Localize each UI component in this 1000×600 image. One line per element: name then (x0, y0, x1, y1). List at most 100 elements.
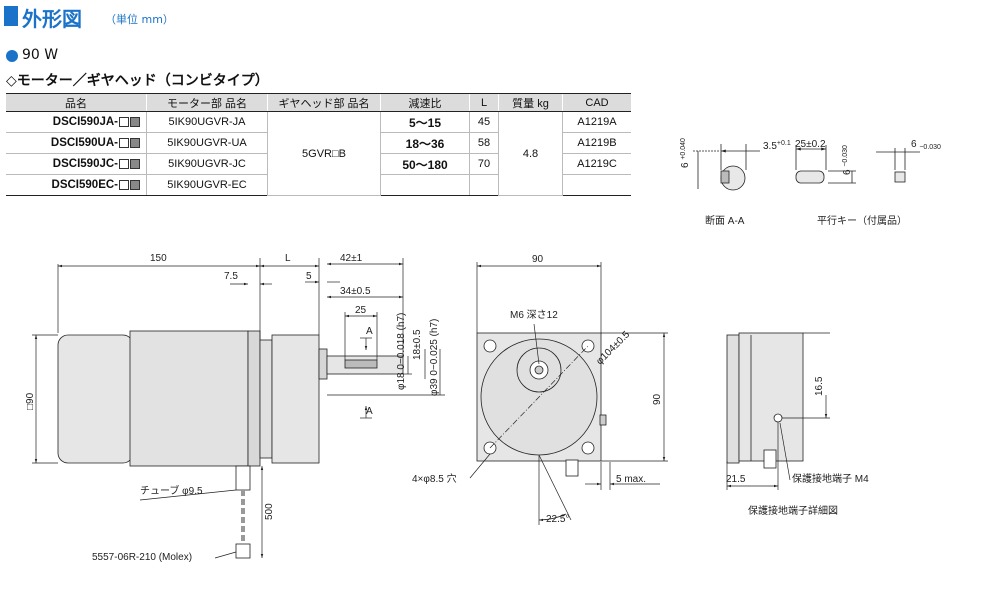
placeholder-box (130, 179, 140, 190)
m6-tap (534, 365, 544, 375)
ratio-cell: 18～36 (380, 132, 470, 154)
bullet-dot-icon (6, 50, 18, 62)
table-row: DSCI590JC- 5IK90UGVR-JC 50～180 70 A1219C (6, 153, 631, 175)
cad-cell[interactable]: A1219A (562, 111, 631, 133)
key-section-detail (693, 144, 920, 191)
cable-gland-front (565, 459, 579, 477)
motor-body (129, 330, 249, 467)
gearhead-side (738, 332, 804, 462)
cad-cell-empty (562, 174, 631, 196)
connector-label: 5557-06R-210 (Molex) (92, 552, 192, 563)
dim-90-right: 90 (652, 393, 663, 405)
angle-ref-line (538, 454, 572, 521)
flange-side (726, 334, 740, 464)
L-cell-empty (469, 174, 499, 196)
tube-label: チューブ φ9.5 (140, 484, 203, 497)
side-view-dimensions (32, 258, 445, 559)
header-square-icon (4, 6, 18, 26)
max-5-label: 5 max. (616, 474, 646, 485)
col-header-cad: CAD (562, 93, 631, 112)
parallel-key-side (795, 170, 825, 184)
product-name: DSCI590JA- (52, 116, 118, 128)
motor-front-view (476, 332, 607, 477)
shaft-key (344, 359, 378, 369)
power-rating: 90 W (22, 47, 59, 63)
placeholder-box (119, 137, 129, 148)
ratio-cell: 50～180 (380, 153, 470, 175)
ratio-cell-empty (380, 174, 470, 196)
section-subtitle: ◇モーター／ギヤヘッド（コンビタイプ） (6, 73, 269, 89)
dim-square-90: □90 (25, 392, 36, 410)
dim-6-tol: 6 +0.040 (680, 138, 691, 168)
dim-25-shaft: 25 (355, 305, 367, 316)
section-aa-label: 断面 A-A (705, 214, 745, 227)
col-header-ratio: 減速比 (380, 93, 470, 112)
mounting-hole (581, 441, 595, 455)
L-cell: 70 (469, 153, 499, 175)
ground-terminal-detail (726, 332, 804, 469)
page-title: 外形図 (22, 7, 82, 31)
leader-line (779, 422, 791, 481)
ground-terminal-label: 保護接地端子 M4 (792, 472, 869, 485)
parallel-key-label: 平行キー（付属品） (817, 214, 907, 227)
gearhead-body (271, 334, 320, 464)
product-name: DSCI590EC- (51, 179, 118, 191)
motor-cell: 5IK90UGVR-UA (146, 132, 268, 154)
angle-label: 22.5° (546, 514, 569, 525)
dim-3-5: 3.5+0.1 (763, 140, 791, 152)
angle-arc (538, 513, 567, 522)
product-cell: DSCI590UA- (6, 132, 147, 154)
table-row: DSCI590UA- 5IK90UGVR-UA 18～36 58 A1219B (6, 132, 631, 154)
pilot-boss (318, 348, 328, 380)
dim-18: 18±0.5 (412, 329, 423, 360)
parallel-key-end (894, 171, 906, 183)
section-a-label-bottom: A (366, 406, 373, 417)
placeholder-box (130, 158, 140, 169)
leader-line (533, 323, 540, 365)
ground-terminal (599, 414, 607, 426)
unit-note: （単位 mm） (105, 13, 174, 26)
front-view-dimensions (469, 262, 668, 525)
cad-cell[interactable]: A1219B (562, 132, 631, 154)
motor-flange (247, 330, 261, 467)
motor-cell: 5IK90UGVR-JA (146, 111, 268, 133)
terminal-screw (773, 413, 783, 423)
dim-500: 500 (264, 503, 275, 520)
leader-line (139, 489, 237, 501)
gearhead-flange (259, 339, 273, 459)
motor-cell: 5IK90UGVR-JC (146, 153, 268, 175)
dim-25-key: 25±0.2 (795, 139, 826, 150)
leader-line (214, 551, 237, 559)
dim-42: 42±1 (340, 253, 363, 264)
dim-7-5: 7.5 (224, 271, 238, 282)
section-a-label-top: A (366, 326, 373, 337)
table-row: DSCI590EC- 5IK90UGVR-EC (6, 174, 631, 196)
dim-5: 5 (306, 271, 312, 282)
dim-L: L (285, 253, 291, 264)
terminal-gland (763, 449, 777, 469)
dim-90-top: 90 (532, 254, 544, 265)
placeholder-box (119, 179, 129, 190)
ratio-cell: 5～15 (380, 111, 470, 133)
dim-6-key-height: 6 −0.030 (842, 145, 853, 175)
placeholder-box (119, 116, 129, 127)
ground-detail-dimensions (726, 332, 830, 490)
product-cell: DSCI590JA- (6, 111, 147, 133)
product-name: DSCI590UA- (50, 137, 118, 149)
placeholder-box (119, 158, 129, 169)
L-cell: 45 (469, 111, 499, 133)
mounting-hole (483, 339, 497, 353)
key-slot (720, 170, 730, 184)
m6-depth-label: M6 深さ12 (510, 309, 558, 321)
ground-detail-caption: 保護接地端子詳細図 (748, 504, 838, 517)
pcd-line (489, 345, 589, 449)
product-cell: DSCI590EC- (6, 174, 147, 196)
cable-gland (235, 465, 251, 491)
holes-label: 4×φ8.5 穴 (412, 472, 457, 485)
cad-cell[interactable]: A1219C (562, 153, 631, 175)
placeholder-box (130, 116, 140, 127)
dim-pilot-dia: φ39 0−0.025 (h7) (429, 319, 440, 396)
col-header-motor: モーター部 品名 (146, 93, 268, 112)
dim-34: 34±0.5 (340, 286, 371, 297)
